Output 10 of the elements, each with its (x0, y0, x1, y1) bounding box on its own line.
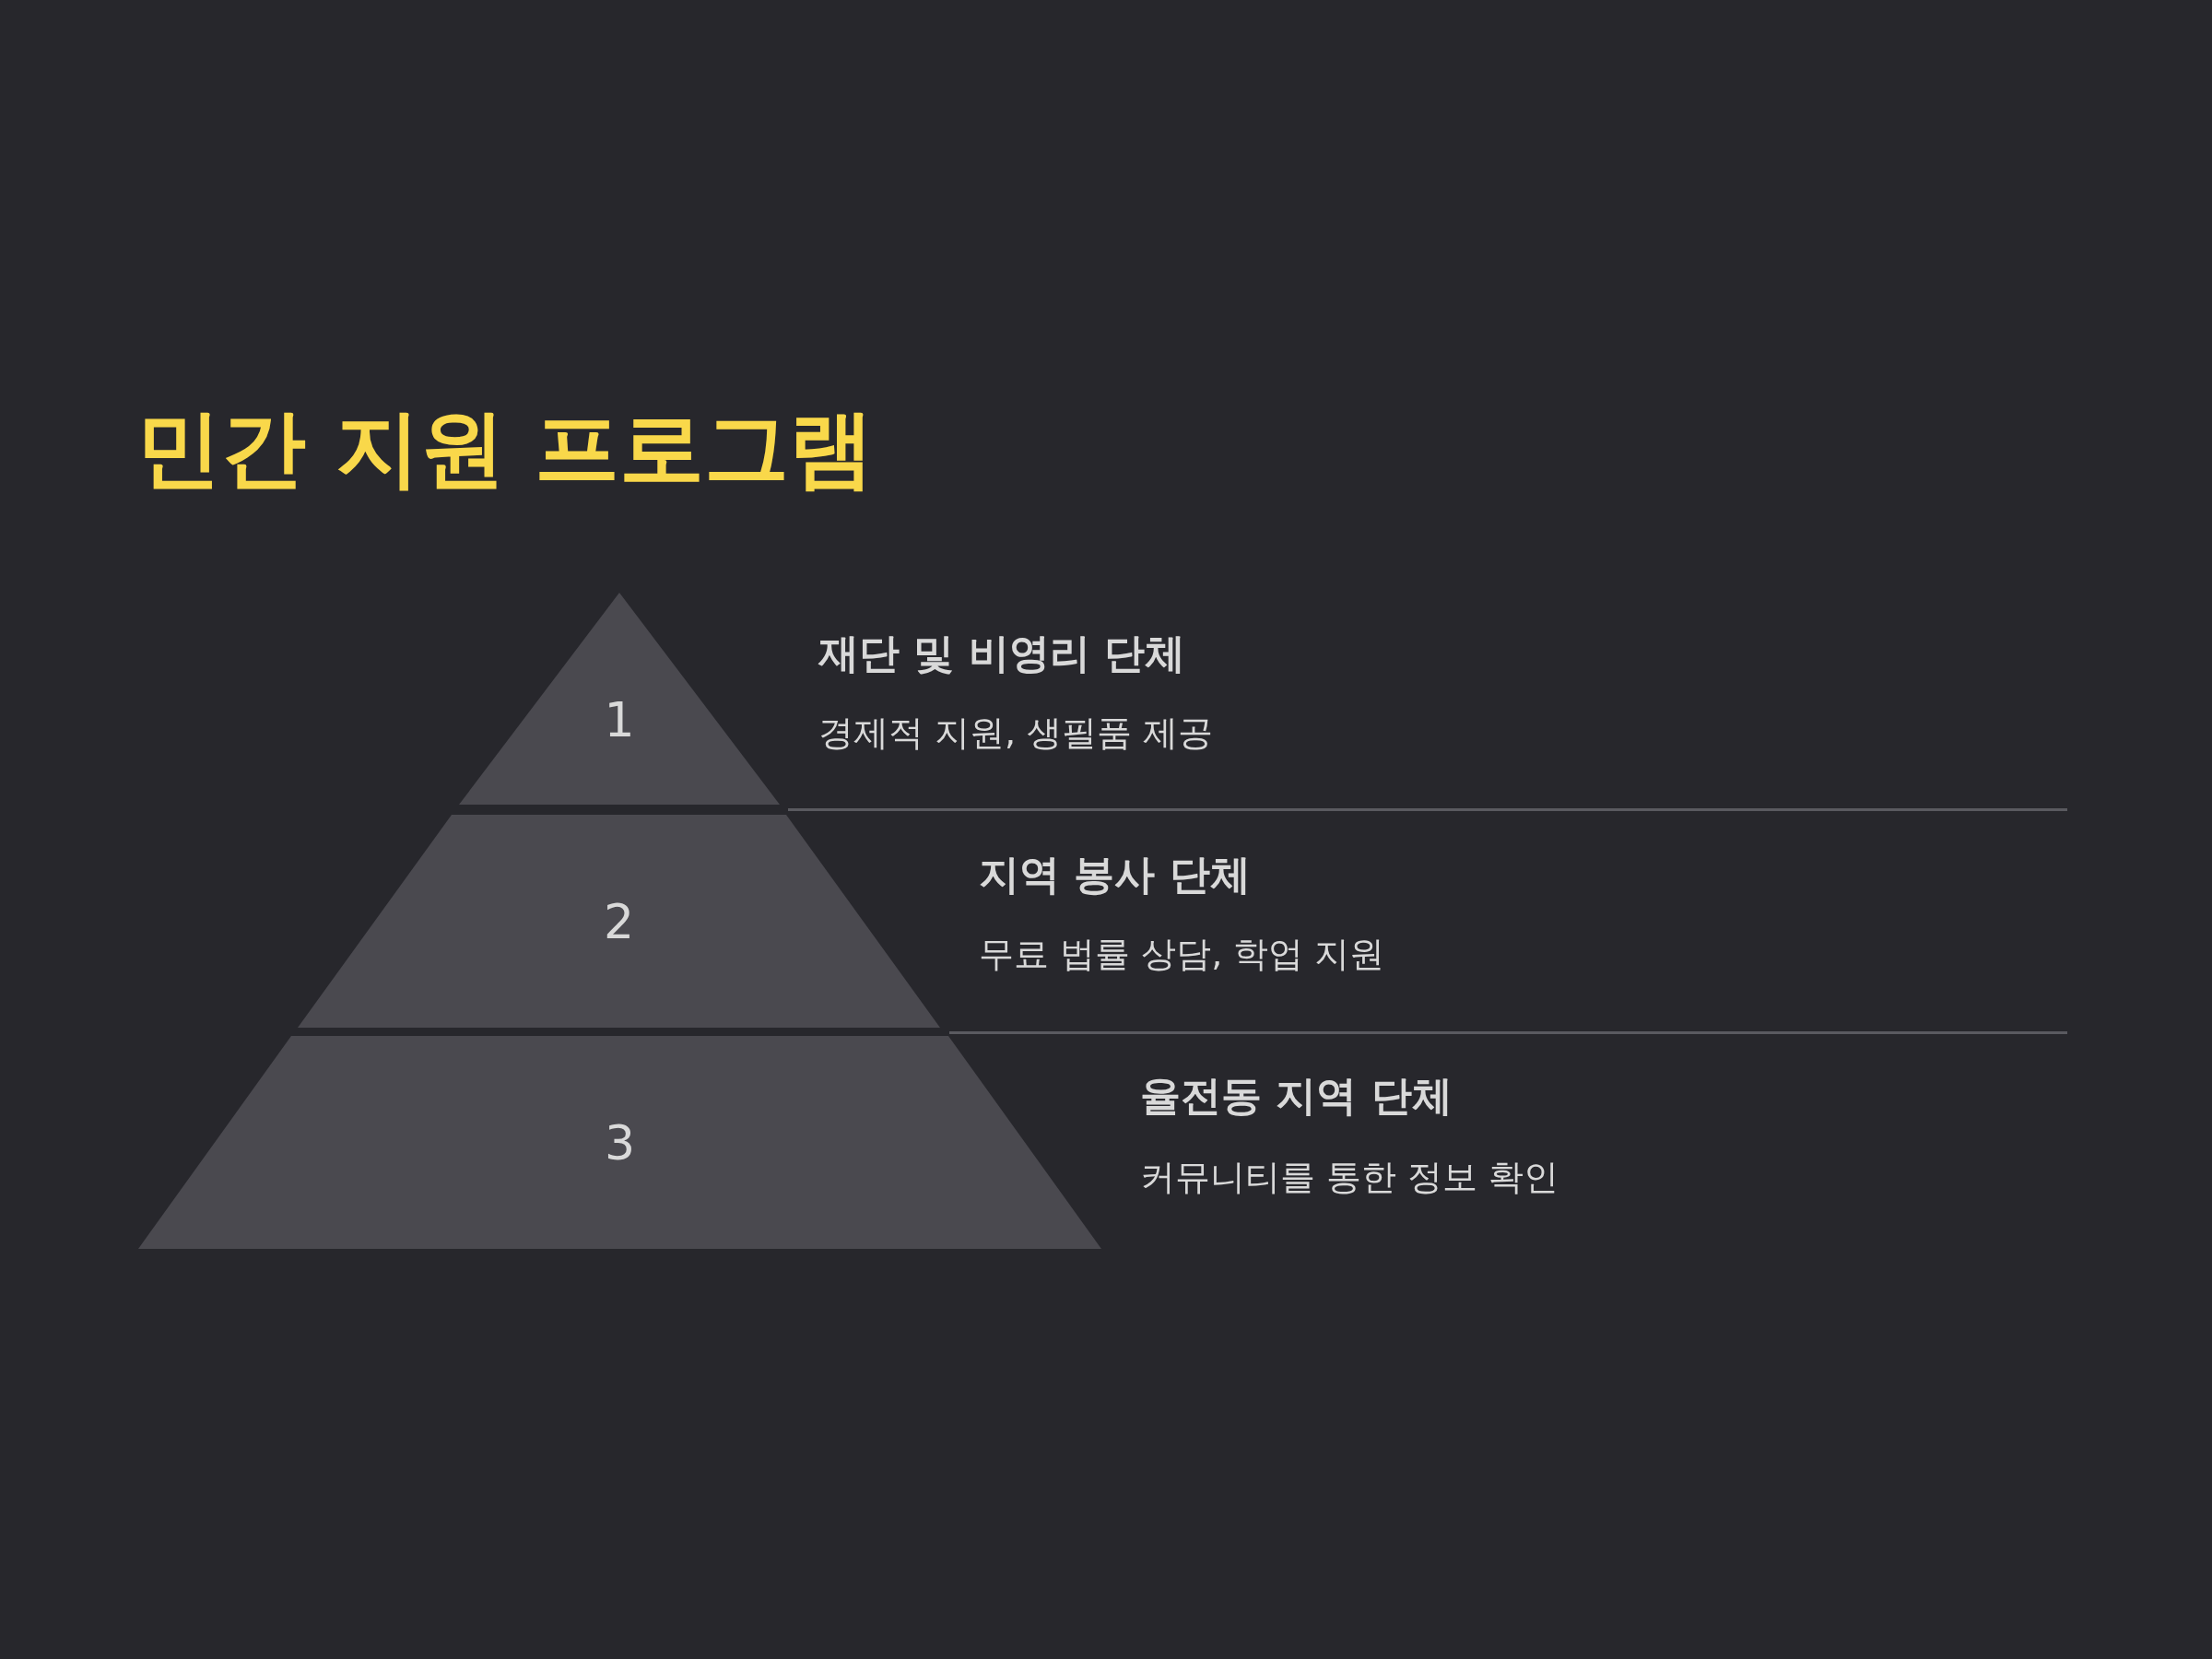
layer-heading: 율전동 지역 단체 (1140, 1071, 1453, 1121)
layer-heading: 지역 봉사 단체 (979, 850, 1251, 900)
layer-number: 3 (604, 1118, 636, 1167)
layer-number: 1 (604, 696, 635, 744)
layer-number: 2 (603, 897, 635, 946)
title: 민간 지원 프로그램 (136, 398, 875, 500)
layer-description: 커뮤니티를 통한 정보 확인 (1140, 1156, 1559, 1199)
layer-description: 무료 법률 상담, 학업 지원 (979, 933, 1385, 976)
layer-description: 경제적 지원, 생필품 제공 (818, 712, 1214, 755)
layer-heading: 재단 및 비영리 단체 (818, 629, 1185, 678)
